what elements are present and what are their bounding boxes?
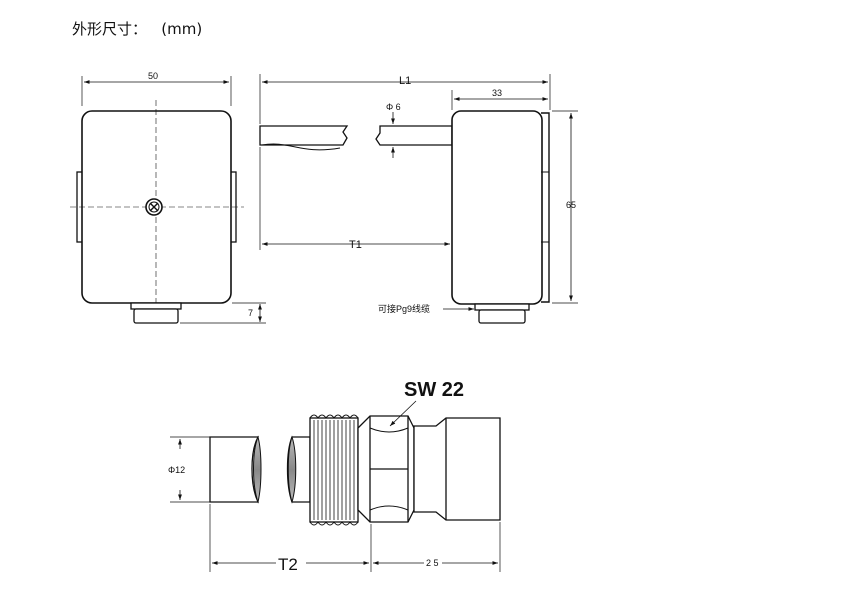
- fitting-insertion-label: T2: [278, 555, 298, 574]
- fitting-length-label: 2 5: [426, 558, 439, 568]
- fitting-sleeve: [413, 417, 501, 521]
- front-gland-nut: [130, 302, 182, 310]
- wrench-size-label: SW 22: [404, 379, 464, 401]
- rod-break-curve: [261, 143, 341, 151]
- cable-note: 可接Pg9线缆: [378, 303, 430, 314]
- head-depth-label: 33: [492, 88, 502, 98]
- fitting-view: [170, 400, 501, 572]
- front-view: [70, 76, 266, 324]
- pipe-diameter-label: Φ12: [168, 465, 185, 475]
- screw-icon: [145, 198, 163, 216]
- side-housing: [451, 110, 543, 305]
- length-label: L1: [399, 75, 411, 87]
- insertion-label: T1: [349, 239, 362, 251]
- side-view: [259, 74, 578, 324]
- rod-diameter-label: Φ 6: [386, 102, 401, 112]
- wrench-leader: [389, 400, 417, 427]
- page-title: 外形尺寸： (mm): [72, 20, 203, 38]
- pipe-left-segment: [209, 436, 260, 503]
- side-cover: [541, 112, 550, 303]
- side-gland-nut: [474, 303, 530, 311]
- rod-right-segment: [375, 125, 453, 146]
- side-gland-body: [478, 309, 526, 324]
- cable-offset-label: 7: [248, 308, 253, 318]
- rod-left-segment: [259, 125, 349, 146]
- height-label: 65: [566, 200, 576, 210]
- front-width-label: 50: [148, 71, 158, 81]
- front-gland-body: [133, 308, 179, 324]
